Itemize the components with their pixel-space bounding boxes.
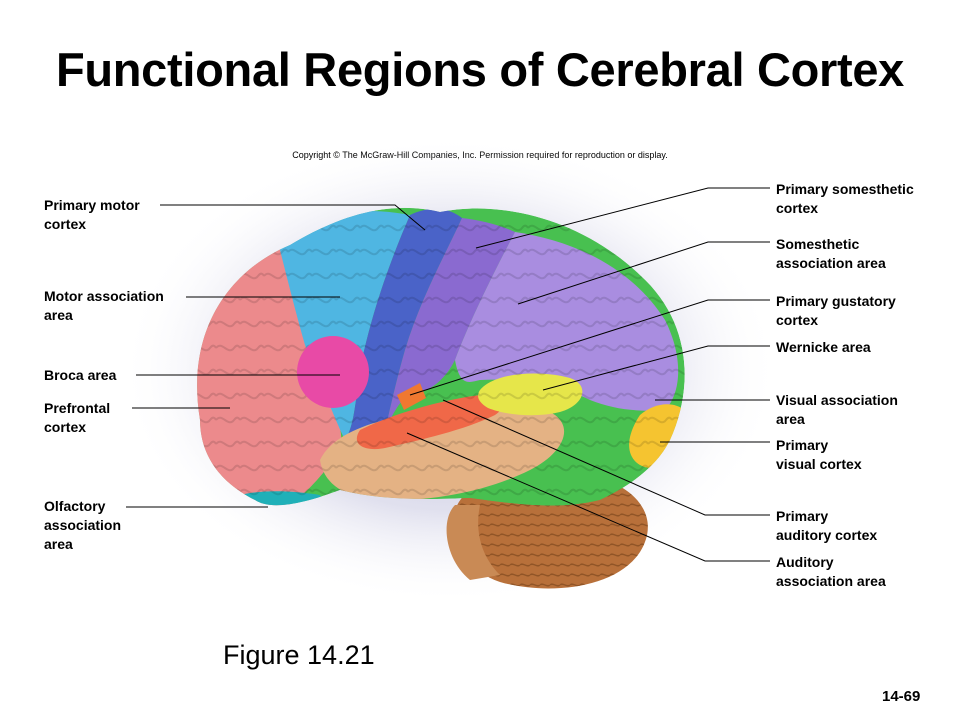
leader-somesthetic-association [517,241,770,305]
label-primary-motor-cortex: Primary motor cortex [44,197,140,232]
label-broca-area: Broca area [44,367,117,383]
gustatory-region [397,383,426,410]
cerebrum [197,207,685,506]
label-primary-gustatory-cortex: Primary gustatory cortex [776,293,896,328]
label-primary-somesthetic-cortex: Primary somesthetic cortex [776,181,914,216]
slide-title: Functional Regions of Cerebral Cortex [55,43,905,96]
label-wernicke-area: Wernicke area [776,339,871,355]
figure-caption: Figure 14.21 [223,640,375,670]
label-prefrontal-cortex: Prefrontal cortex [44,400,111,435]
leader-wernicke [542,345,770,391]
label-auditory-association-area: Auditory association area [776,554,886,589]
leader-primary-motor [160,204,426,231]
leader-lines [126,187,770,562]
label-visual-association-area: Visual association area [776,392,898,427]
label-olfactory-association-area: Olfactory association area [44,498,122,552]
label-primary-visual-cortex: Primary visual cortex [776,437,862,472]
label-primary-auditory-cortex: Primary auditory cortex [776,508,878,543]
broca-region [297,336,369,408]
label-somesthetic-association-area: Somesthetic association area [776,236,886,271]
leader-primary-somesthetic [475,187,770,249]
page-number: 14-69 [882,688,921,705]
leader-auditory-association [406,432,770,562]
label-motor-association-area: Motor association area [44,288,164,323]
leader-primary-auditory [442,399,770,516]
leader-primary-gustatory [409,299,770,396]
